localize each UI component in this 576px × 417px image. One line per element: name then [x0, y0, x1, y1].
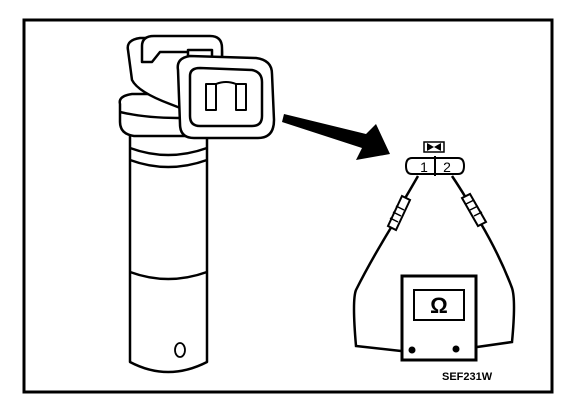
crankshaft-position-sensor-icon	[118, 34, 276, 374]
connector-pin-view: 1 2	[404, 141, 466, 176]
ohmmeter-symbol: Ω	[430, 293, 448, 318]
sensor-ring-3	[129, 270, 208, 281]
figure-code: SEF231W	[442, 371, 493, 383]
pin-2-label: 2	[443, 159, 451, 175]
sensor-ring-1	[129, 146, 208, 157]
ohmmeter-terminal-left	[408, 346, 416, 354]
ohmmeter-terminal-right	[452, 345, 460, 353]
pointer-arrow-icon	[282, 114, 390, 160]
sensor-body	[128, 130, 209, 374]
connector-face-inner	[188, 66, 264, 128]
pin-marker-bowtie-left	[427, 143, 434, 151]
sensor-ring-2	[129, 158, 208, 169]
test-probe-right	[460, 192, 488, 228]
ohmmeter-icon: Ω	[400, 274, 478, 362]
connector-terminal-left	[205, 83, 217, 111]
pin-1-label: 1	[420, 159, 428, 175]
pin-marker-bowtie-right	[434, 143, 441, 151]
sensor-hole	[174, 342, 186, 358]
test-probe-left	[386, 194, 412, 232]
test-lead-left-cable	[352, 225, 411, 354]
test-lead-right-cable	[455, 221, 516, 352]
ohmmeter-display	[413, 289, 465, 321]
arrow-shape	[282, 114, 390, 160]
connector-key	[215, 81, 237, 85]
connector-terminal-right	[235, 83, 247, 111]
